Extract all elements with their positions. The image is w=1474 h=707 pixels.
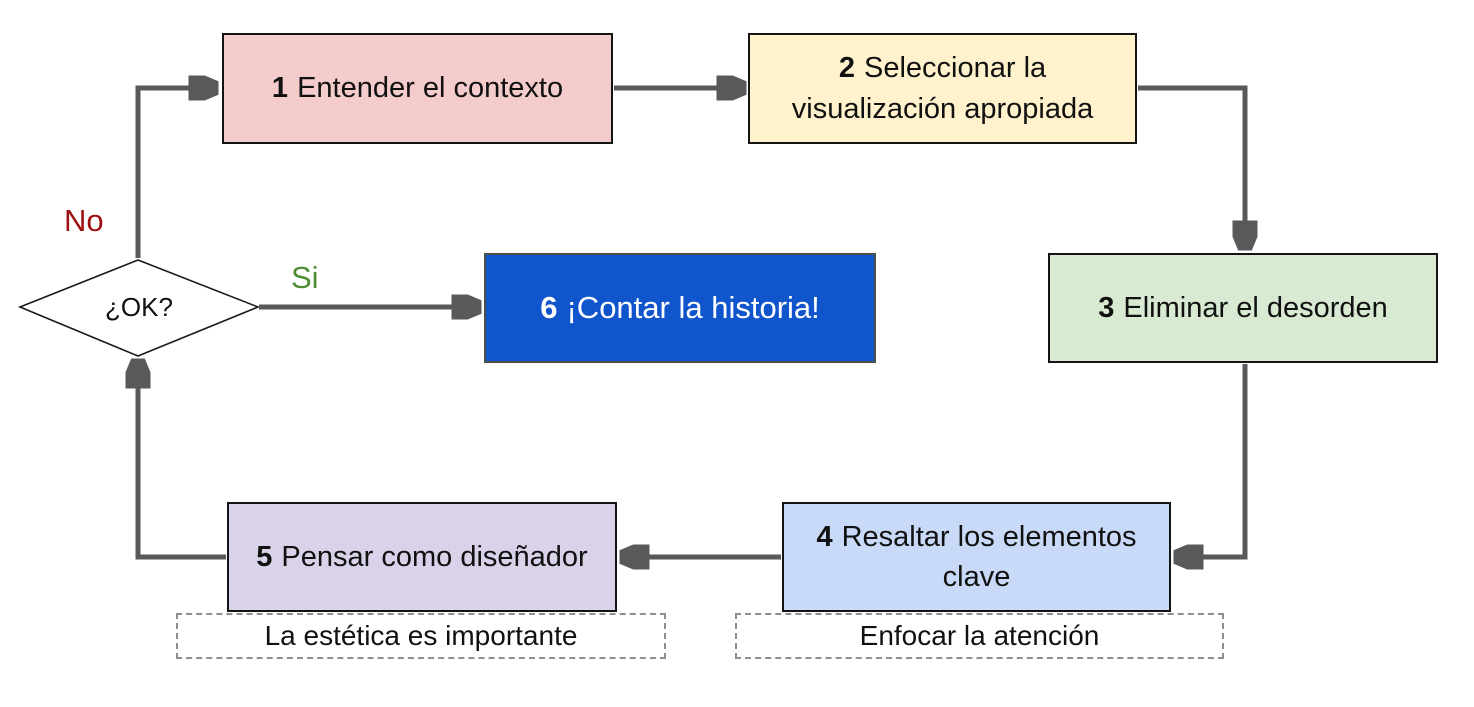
step-6-box: 6¡Contar la historia! (484, 253, 876, 363)
note-aesthetics-text: La estética es importante (264, 620, 578, 651)
branch-label-si: Si (291, 260, 319, 295)
note-attention: Enfocar la atención (735, 613, 1224, 659)
step-6-text: 6¡Contar la historia! (540, 289, 820, 325)
decision-label: ¿OK? (105, 291, 173, 322)
edge-step2-step3 (1138, 85, 1245, 248)
note-aesthetics: La estética es importante (176, 613, 666, 659)
edge-step3-step4 (1176, 364, 1248, 557)
edge-step5-decision (138, 361, 226, 560)
decision-diamond (17, 259, 261, 357)
branch-label-no: No (64, 203, 104, 238)
edge-no-to-step1 (135, 88, 216, 258)
note-attention-text: Enfocar la atención (859, 620, 1100, 651)
